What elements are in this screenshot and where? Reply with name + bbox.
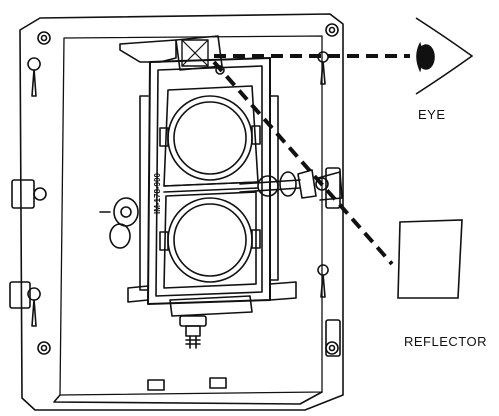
corner-screws	[37, 23, 339, 355]
reflector-panel	[397, 219, 463, 299]
bottom-thumbscrew	[179, 315, 207, 349]
adjustment-screw	[239, 169, 343, 201]
mounting-plate	[19, 13, 344, 411]
sight-line-reflector	[212, 60, 394, 266]
bottom-clips	[147, 377, 227, 391]
sighting-reticle	[181, 39, 225, 75]
model-marking: IM-178-900	[153, 173, 162, 214]
mounting-screw	[99, 197, 139, 249]
keyhole-slot	[27, 51, 329, 327]
eye-label: EYE	[418, 107, 446, 122]
eye-icon	[415, 17, 474, 95]
reflector-label: REFLECTOR	[404, 334, 487, 349]
detector-housing	[119, 35, 297, 317]
